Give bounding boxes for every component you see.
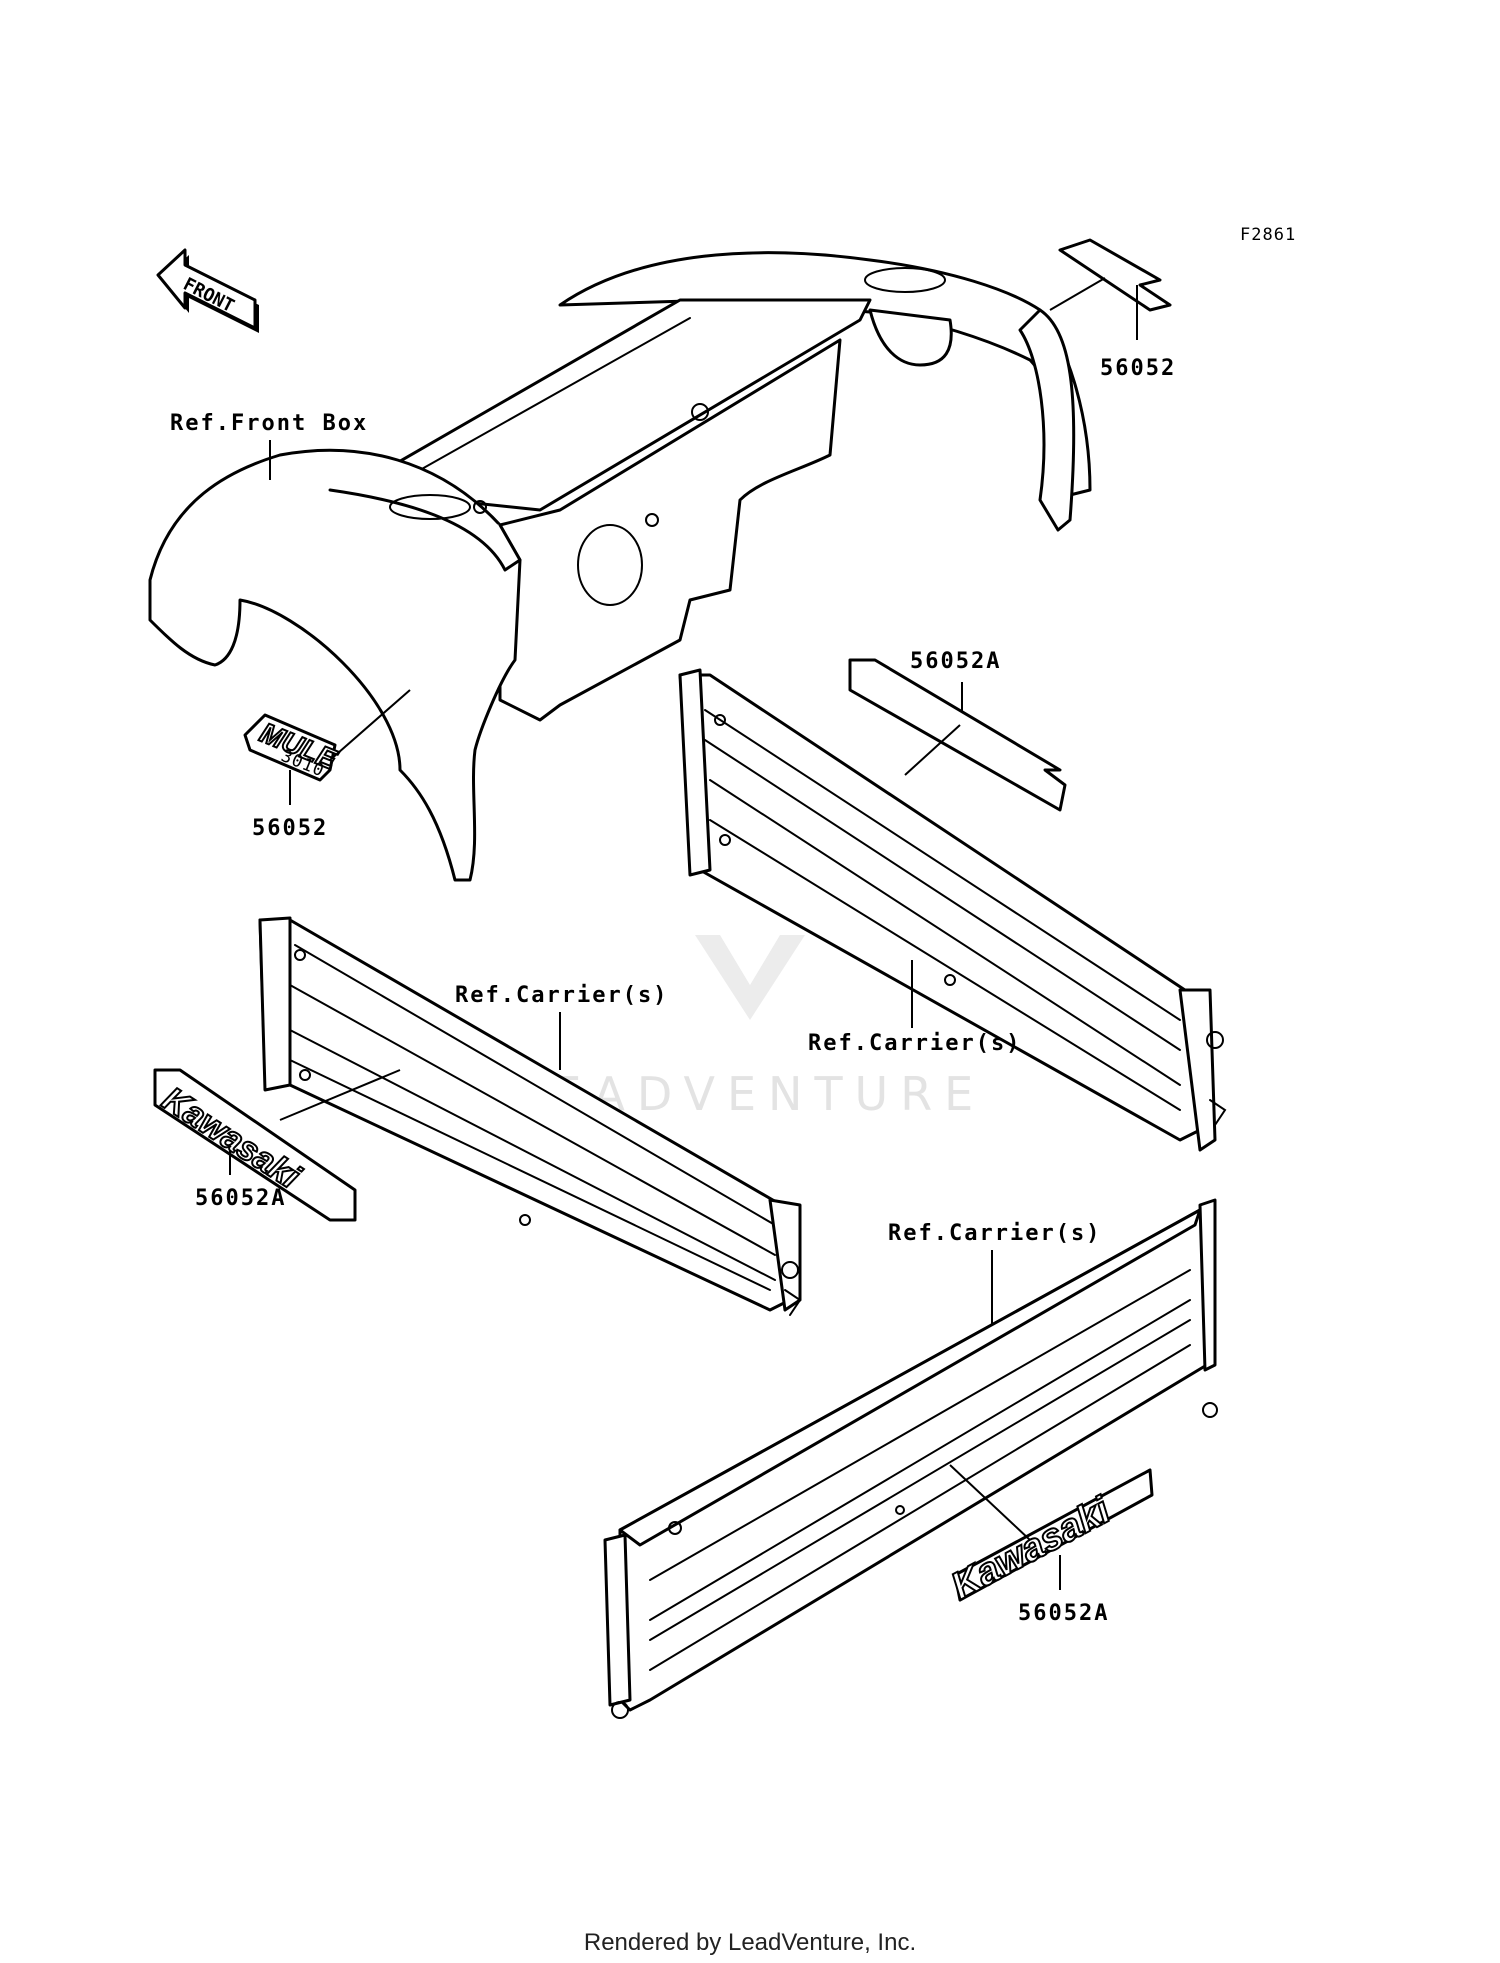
callout-56052a-tailgate: 56052A: [1018, 1601, 1109, 1626]
callout-56052-fender: 56052: [1100, 356, 1176, 381]
front-arrow-icon: FRONT: [156, 248, 259, 333]
callout-ref-carrier-tailgate: Ref.Carrier(s): [888, 1221, 1101, 1246]
side-carrier-panel-left: [258, 916, 802, 1316]
decal-mule-emblem: MULE 3010 56052: [243, 689, 411, 841]
watermark-v-icon: [695, 935, 805, 1020]
callout-ref-carrier-right: Ref.Carrier(s): [808, 1031, 1021, 1056]
tailgate-carrier-panel: [603, 1198, 1218, 1719]
kawasaki-left-text: Kawasaki: [156, 1080, 308, 1197]
footer-credit: Rendered by LeadVenture, Inc.: [584, 1929, 916, 1956]
callout-56052a-left: 56052A: [195, 1186, 286, 1211]
side-carrier-panel-right: [678, 668, 1227, 1152]
figure-code: F2861: [1240, 225, 1296, 245]
callout-ref-carrier-left: Ref.Carrier(s): [455, 983, 668, 1008]
callout-56052-mule: 56052: [252, 816, 328, 841]
decal-56052-fender: 56052: [1049, 238, 1176, 381]
callout-ref-front-box: Ref.Front Box: [170, 411, 368, 436]
callout-56052a-strip: 56052A: [910, 649, 1001, 674]
front-box-assembly: [148, 251, 1092, 882]
decal-56052a-strip: 56052A: [848, 649, 1067, 812]
decal-kawasaki-tailgate: Kawasaki 56052A: [944, 1464, 1154, 1626]
